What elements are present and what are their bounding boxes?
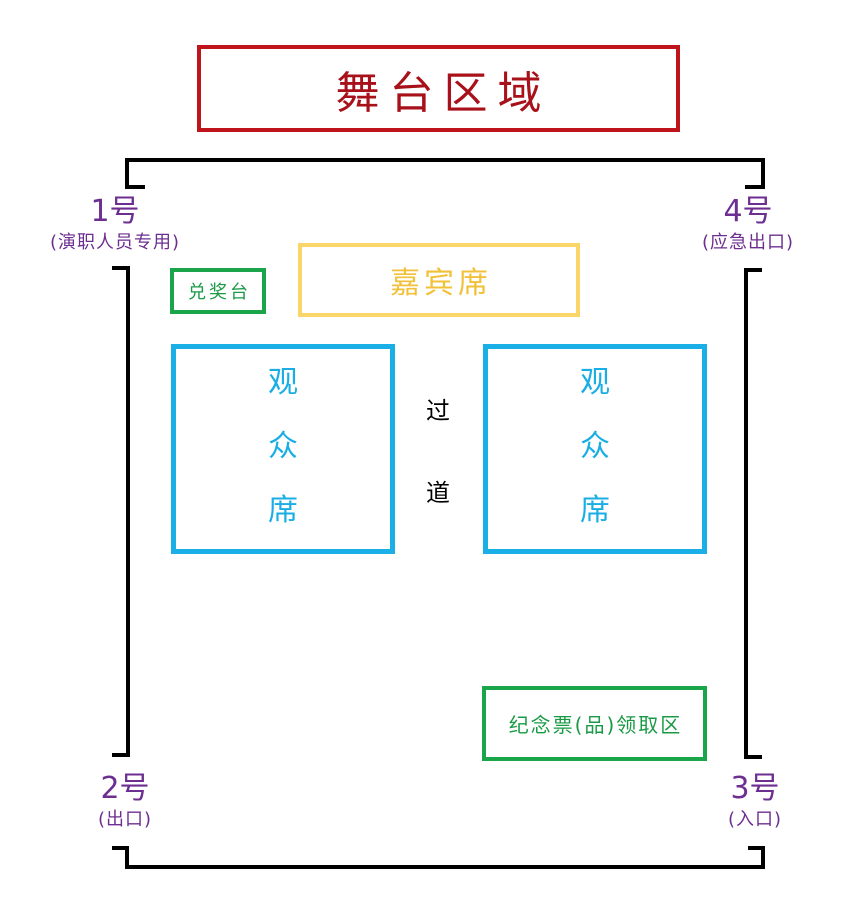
- door-1-label: 1号 (演职人员专用): [25, 195, 205, 255]
- aisle-label-char: 过: [426, 397, 450, 425]
- audience-right-char: 席: [580, 493, 610, 528]
- prize-desk: 兑奖台: [170, 268, 266, 314]
- door-2-note: (出口): [97, 809, 153, 830]
- left-wall: [112, 266, 130, 757]
- door-2-number: 2号: [100, 771, 150, 806]
- guest-seating-label: 嘉宾席: [390, 266, 492, 301]
- door-1-number: 1号: [90, 194, 140, 229]
- audience-left-char: 观: [268, 365, 298, 400]
- prize-desk-label: 兑奖台: [188, 282, 251, 303]
- door-2-label: 2号 (出口): [65, 772, 185, 832]
- stage-label: 舞台区域: [335, 67, 552, 119]
- door-3-note: (入口): [727, 809, 783, 830]
- audience-right-char: 众: [580, 429, 610, 464]
- audience-seating-left: 观 众 席: [171, 344, 395, 554]
- aisle-label-char: 道: [426, 479, 450, 507]
- door-3-label: 3号 (入口): [695, 772, 815, 832]
- guest-seating-area: 嘉宾席: [298, 243, 580, 317]
- audience-left-char: 席: [268, 493, 298, 528]
- audience-seating-right: 观 众 席: [483, 344, 707, 554]
- souvenir-pickup-area: 纪念票(品)领取区: [482, 686, 707, 761]
- door-4-note: (应急出口): [701, 232, 795, 253]
- bottom-wall: [112, 846, 765, 869]
- stage-area: 舞台区域: [197, 45, 680, 132]
- audience-right-char: 观: [580, 365, 610, 400]
- door-4-number: 4号: [723, 194, 773, 229]
- right-wall: [744, 268, 762, 759]
- door-4-label: 4号 (应急出口): [678, 195, 818, 255]
- souvenir-pickup-label: 纪念票(品)领取区: [508, 713, 683, 737]
- door-3-number: 3号: [730, 771, 780, 806]
- door-1-note: (演职人员专用): [49, 232, 181, 253]
- audience-left-char: 众: [268, 429, 298, 464]
- top-wall: [125, 158, 765, 189]
